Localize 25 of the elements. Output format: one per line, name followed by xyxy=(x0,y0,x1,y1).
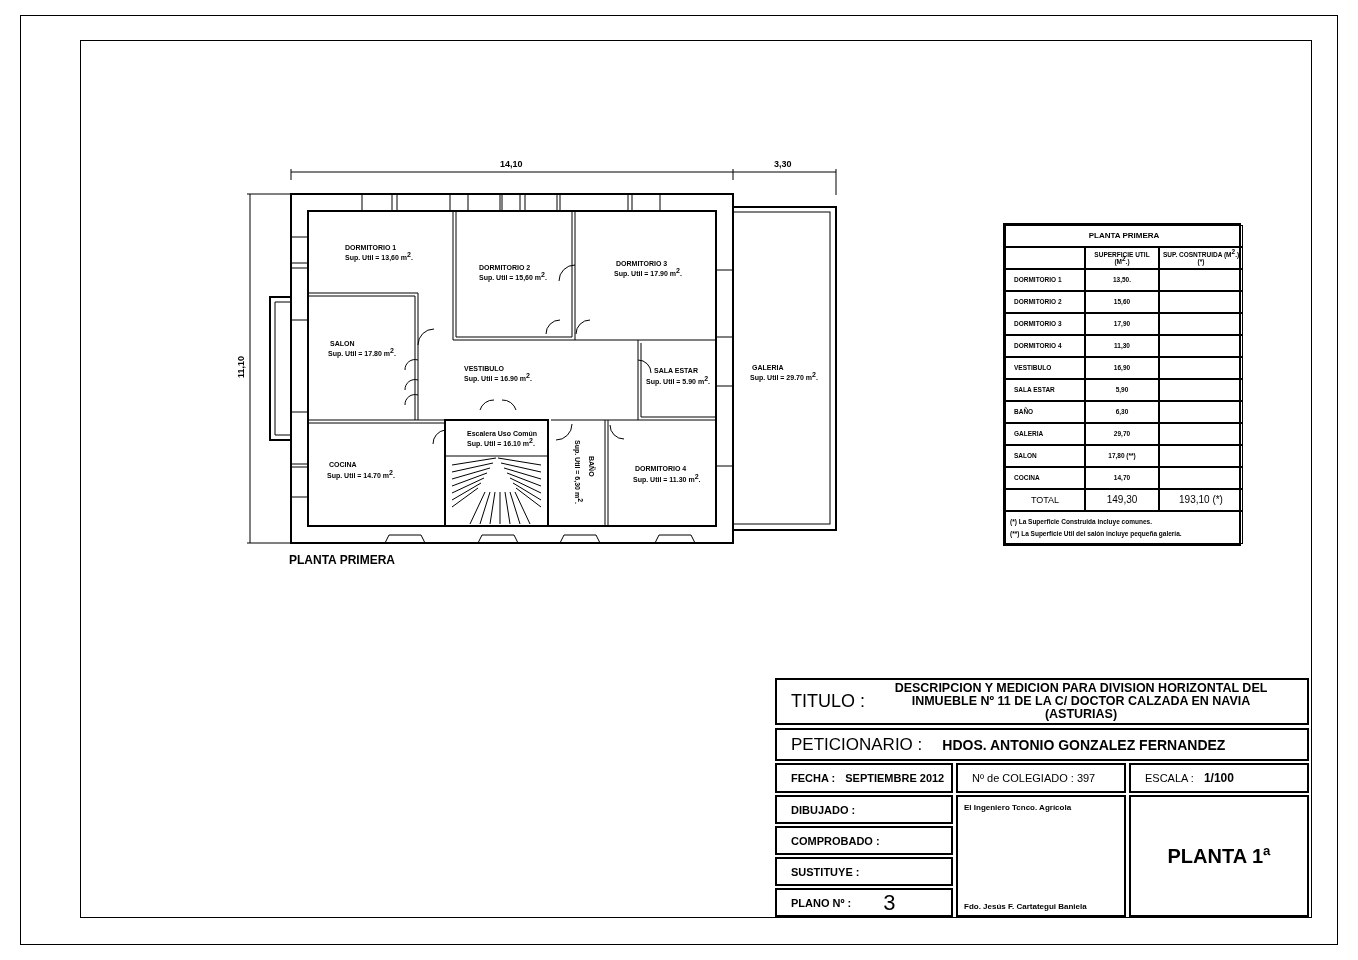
signature-text: Fdo. Jesús F. Cartategui Baniela xyxy=(964,902,1088,911)
field-label: TITULO : xyxy=(791,691,866,712)
field-value: 3 xyxy=(883,889,896,916)
dimension-text: 14,10 xyxy=(500,160,523,170)
field-value: 1/100 xyxy=(1203,771,1234,785)
sheet-title: PLANTA 1ª xyxy=(1167,844,1271,868)
signature-text: El Ingeniero Tcnco. Agrícola xyxy=(964,803,1073,812)
field-text: Nº de COLEGIADO : 397 xyxy=(972,772,1096,784)
field-label: PLANO Nº : xyxy=(791,896,852,909)
dimension-text: 11,10 xyxy=(237,356,247,379)
total-value-cell: 149,30 xyxy=(1085,489,1159,511)
title-text: DESCRIPCION Y MEDICION PARA DIVISION HORIZONTAL DEL INMUEBLE Nº 11 DE LA C/ DOCTOR CALZADA EN NAVIA (ASTURIAS) xyxy=(893,681,1269,722)
field-label: DIBUJADO : xyxy=(791,803,856,816)
field-label: PETICIONARIO : xyxy=(791,734,923,755)
field-value: SEPTIEMBRE 2012 xyxy=(845,772,945,784)
table-title: PLANTA PRIMERA xyxy=(1005,225,1243,247)
dimension-text: 3,30 xyxy=(774,160,792,170)
field-label: COMPROBADO : xyxy=(791,834,880,847)
field-label: SUSTITUYE : xyxy=(791,865,860,878)
field-label: ESCALA : xyxy=(1145,772,1194,784)
total-value-cell: 193,10 (*) xyxy=(1159,489,1243,511)
field-value: HDOS. ANTONIO GONZALEZ FERNANDEZ xyxy=(942,736,1226,753)
plan-title: PLANTA PRIMERA xyxy=(289,554,395,568)
total-label-cell: TOTAL xyxy=(1005,489,1085,511)
field-label: FECHA : xyxy=(791,772,836,784)
